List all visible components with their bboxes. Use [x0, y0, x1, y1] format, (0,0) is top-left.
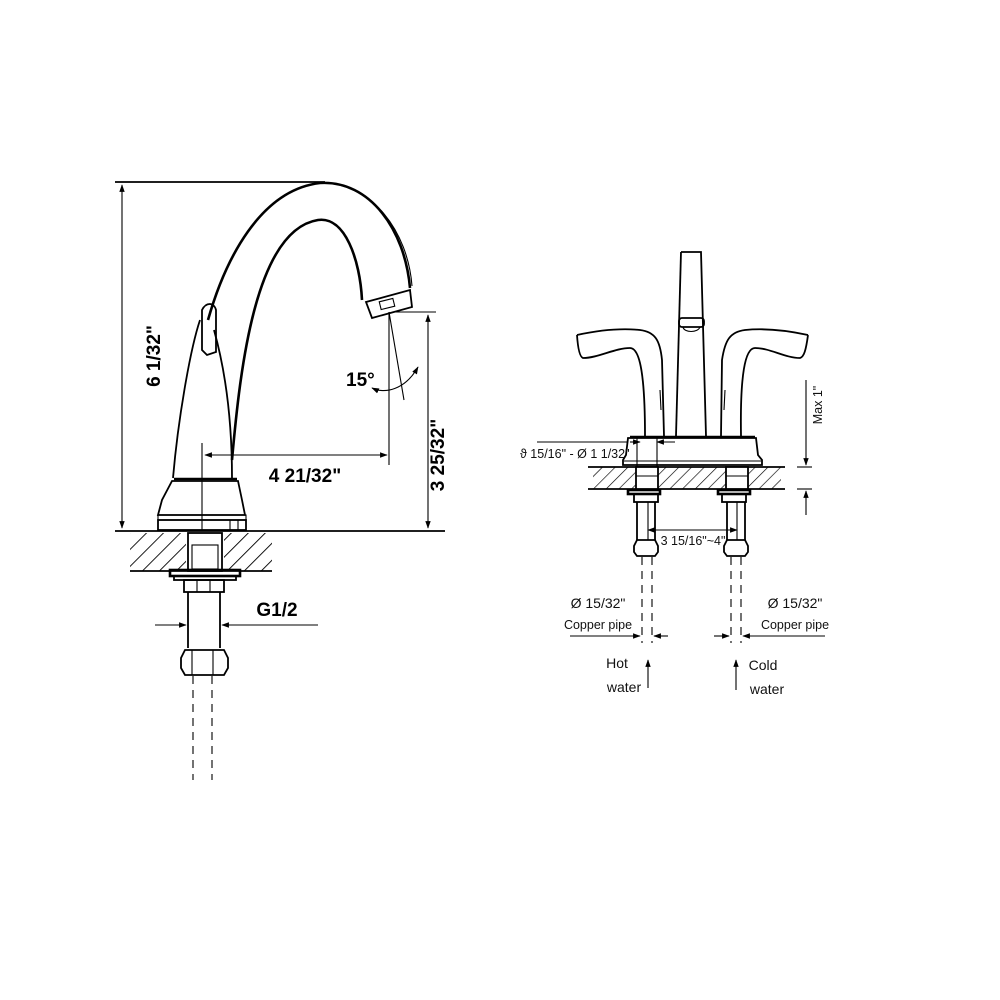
spout-reach-label: 4 21/32" [269, 466, 341, 487]
deck-thickness-label: Max 1" [811, 386, 825, 424]
hot-label-line1: Hot [606, 655, 628, 671]
mounting-washer [168, 568, 242, 578]
spout-angle-label: 15° [346, 370, 375, 391]
lever-handle [201, 303, 217, 357]
angle-arc [371, 366, 419, 394]
mounting-nut [183, 579, 225, 593]
hot-pipe-material-label: Copper pipe [564, 618, 632, 632]
front-base-plate [622, 437, 763, 466]
center-spacing-label: 3 15/16"~4" [661, 534, 726, 548]
aerator [364, 288, 413, 320]
hot-label-line2: water [606, 679, 642, 695]
left-hex-nut [633, 539, 659, 557]
cold-pipe-material-label: Copper pipe [761, 618, 829, 632]
cold-label-line1: Cold [749, 657, 778, 673]
hole-diameter-label: ϑ 15/16" - Ø 1 1/32" [520, 447, 630, 461]
body-left [172, 319, 201, 479]
cold-label-line2: water [749, 681, 785, 697]
angle-line [388, 311, 405, 401]
overall-height-label: 6 1/32" [144, 325, 165, 387]
spout-inner [230, 218, 364, 461]
hot-pipe-diameter-label: Ø 15/32" [571, 595, 626, 611]
spout-clearance-label: 3 25/32" [428, 419, 449, 491]
front-aerator [678, 317, 705, 328]
front-spout [681, 251, 707, 437]
hex-nut [180, 649, 229, 676]
side-view: 6 1/32" 4 21/32" 3 25/32" [115, 181, 449, 780]
cold-pipe-diameter-label: Ø 15/32" [768, 595, 823, 611]
thread-size-label: G1/2 [256, 600, 297, 621]
spout-outer [206, 181, 412, 321]
front-countertop-section [593, 467, 781, 489]
front-view: ϑ 15/16" - Ø 1 1/32" Max 1" 3 15 [520, 251, 829, 697]
right-hex-nut [723, 539, 749, 557]
left-handle [576, 328, 665, 437]
right-handle [720, 328, 809, 437]
